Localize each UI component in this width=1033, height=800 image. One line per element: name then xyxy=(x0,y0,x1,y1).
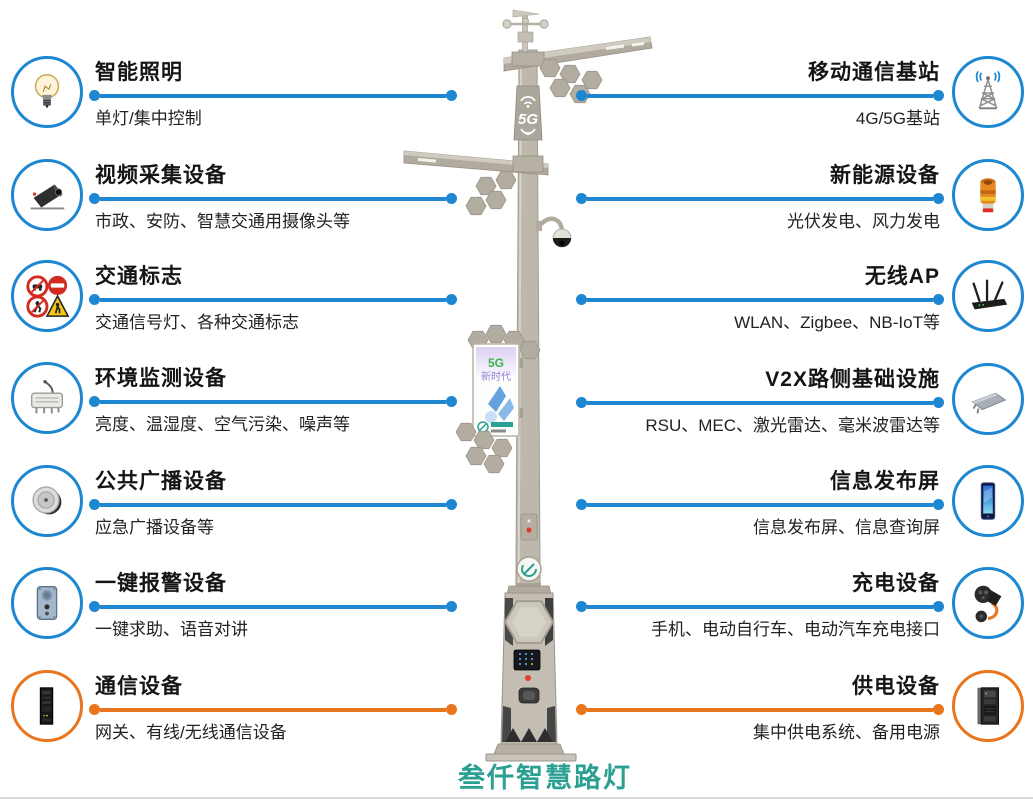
connector-line xyxy=(576,193,944,204)
svg-text:新时代: 新时代 xyxy=(481,370,511,383)
feature-desc: RSU、MEC、激光雷达、毫米波雷达等 xyxy=(645,416,940,435)
feature-title: 无线AP xyxy=(864,265,940,288)
5g-banner: 5G xyxy=(513,85,543,141)
power-cabinet-icon xyxy=(952,670,1024,742)
ev-charger-icon xyxy=(952,567,1024,639)
feature-desc: WLAN、Zigbee、NB-IoT等 xyxy=(734,313,940,332)
traffic-signs-icon xyxy=(11,260,83,332)
feature-row-power-supply: 供电设备 集中供电系统、备用电源 xyxy=(0,667,1033,751)
svg-text:5G: 5G xyxy=(488,356,504,370)
feature-title: 供电设备 xyxy=(852,675,940,698)
connector-line xyxy=(576,90,944,101)
environment-sensor-icon xyxy=(11,362,83,434)
ad-screen: 5G 新时代 xyxy=(472,343,523,437)
connector-line xyxy=(576,499,944,510)
feature-title: 充电设备 xyxy=(852,572,940,595)
feature-row-v2x-infrastructure: V2X路侧基础设施 RSU、MEC、激光雷达、毫米波雷达等 xyxy=(0,360,1033,444)
pole-indicator-panel xyxy=(520,513,538,541)
feature-row-environment-monitoring: 环境监测设备 亮度、温湿度、空气污染、噪声等 xyxy=(0,359,1033,443)
feature-desc: 光伏发电、风力发电 xyxy=(787,212,940,231)
connector-line xyxy=(89,704,457,715)
feature-title: 信息发布屏 xyxy=(830,470,940,493)
feature-title: 交通标志 xyxy=(95,265,183,288)
feature-desc: 应急广播设备等 xyxy=(95,518,214,537)
brand-footer-title: 叁仟智慧路灯 xyxy=(458,763,632,793)
connector-line xyxy=(89,294,457,305)
feature-row-communication-equipment: 通信设备 网关、有线/无线通信设备 xyxy=(0,667,1033,751)
feature-desc: 一键求助、语音对讲 xyxy=(95,620,248,639)
top-light-arm xyxy=(503,36,653,72)
feature-desc: 手机、电动自行车、电动汽车充电接口 xyxy=(651,620,940,639)
connector-line xyxy=(89,499,457,510)
feature-title: 公共广播设备 xyxy=(95,470,227,493)
feature-row-traffic-signs: 交通标志 交通信号灯、各种交通标志 xyxy=(0,257,1033,341)
feature-title: 视频采集设备 xyxy=(95,164,227,187)
cell-tower-icon xyxy=(952,56,1024,128)
svg-text:5G: 5G xyxy=(518,111,538,128)
info-screen-icon xyxy=(952,465,1024,537)
feature-desc: 单灯/集中控制 xyxy=(95,109,202,128)
feature-row-emergency-alarm: 一键报警设备 一键求助、语音对讲 xyxy=(0,564,1033,648)
smart-pole-illustration: 5G xyxy=(403,9,653,762)
feature-desc: 4G/5G基站 xyxy=(855,109,940,128)
feature-desc: 集中供电系统、备用电源 xyxy=(753,723,940,742)
speaker-icon xyxy=(11,465,83,537)
feature-row-mobile-base-station: 移动通信基站 4G/5G基站 xyxy=(0,53,1033,137)
feature-row-video-capture: 视频采集设备 市政、安防、智慧交通用摄像头等 xyxy=(0,156,1033,240)
feature-desc: 信息发布屏、信息查询屏 xyxy=(753,518,940,537)
feature-row-smart-lighting: 智能照明 单灯/集中控制 xyxy=(0,53,1033,137)
equipment-cabinet xyxy=(500,585,558,745)
wind-generator-icon xyxy=(952,159,1024,231)
feature-row-information-screen: 信息发布屏 信息发布屏、信息查询屏 xyxy=(0,462,1033,546)
feature-row-new-energy: 新能源设备 光伏发电、风力发电 xyxy=(0,156,1033,240)
base-plate xyxy=(485,743,577,762)
feature-title: 新能源设备 xyxy=(830,164,940,187)
cctv-camera xyxy=(536,216,572,248)
weather-station xyxy=(502,9,549,53)
second-light-arm xyxy=(403,150,549,176)
connector-line xyxy=(576,704,944,715)
feature-desc: 市政、安防、智慧交通用摄像头等 xyxy=(95,212,350,231)
feature-desc: 交通信号灯、各种交通标志 xyxy=(95,313,299,332)
feature-desc: 网关、有线/无线通信设备 xyxy=(95,723,287,742)
wifi-router-icon xyxy=(952,260,1024,332)
server-rack-icon xyxy=(11,670,83,742)
feature-title: 通信设备 xyxy=(95,675,183,698)
connector-line xyxy=(576,601,944,612)
connector-line xyxy=(89,396,457,407)
connector-line xyxy=(89,193,457,204)
feature-desc: 亮度、温湿度、空气污染、噪声等 xyxy=(95,415,350,434)
feature-title: 一键报警设备 xyxy=(95,572,227,595)
surveillance-camera-icon xyxy=(11,159,83,231)
connector-line xyxy=(576,294,944,305)
feature-title: 智能照明 xyxy=(95,61,183,84)
connector-line xyxy=(89,90,457,101)
light-bulb-icon xyxy=(11,56,83,128)
feature-row-charging-equipment: 充电设备 手机、电动自行车、电动汽车充电接口 xyxy=(0,564,1033,648)
rsu-radar-icon xyxy=(952,363,1024,435)
feature-title: 环境监测设备 xyxy=(95,367,227,390)
feature-row-public-broadcast: 公共广播设备 应急广播设备等 xyxy=(0,462,1033,546)
feature-title: 移动通信基站 xyxy=(808,61,940,84)
feature-row-wireless-ap: 无线AP WLAN、Zigbee、NB-IoT等 xyxy=(0,257,1033,341)
bottom-divider xyxy=(0,797,1033,799)
alarm-intercom-icon xyxy=(11,567,83,639)
feature-title: V2X路侧基础设施 xyxy=(765,368,940,391)
connector-line xyxy=(89,601,457,612)
connector-line xyxy=(576,397,944,408)
